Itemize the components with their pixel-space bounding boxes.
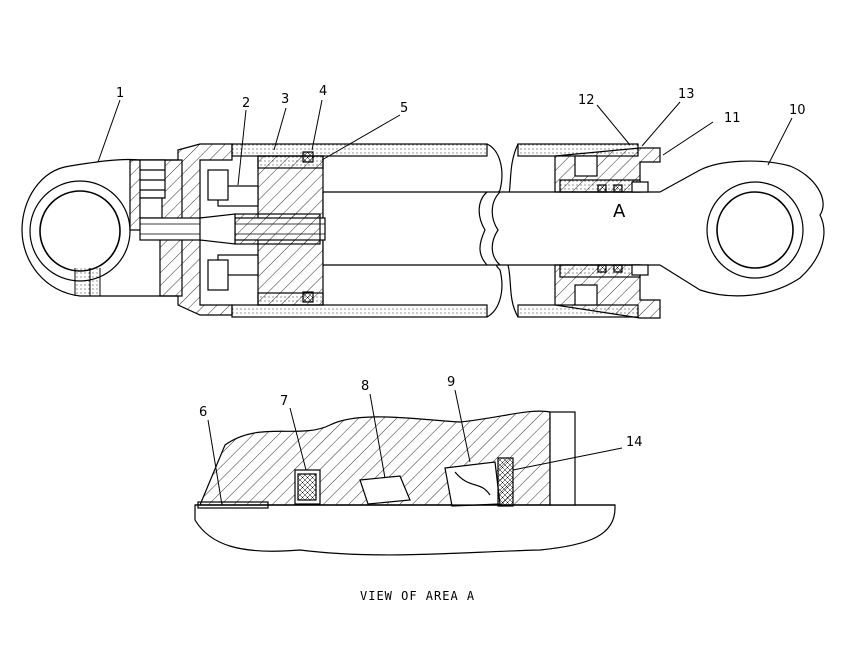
callout-9: 9: [447, 375, 455, 390]
cylinder-assembly: [21, 143, 825, 319]
callout-8: 8: [361, 379, 369, 394]
barrel-tube: [231, 143, 639, 318]
callout-3: 3: [281, 92, 289, 107]
callout-5: 5: [400, 101, 408, 116]
callout-6: 6: [199, 405, 207, 420]
leader-lines: [97, 99, 793, 506]
callout-13: 13: [678, 87, 695, 102]
callout-12: 12: [578, 93, 595, 108]
callout-1: 1: [116, 86, 124, 101]
callout-11: 11: [724, 111, 741, 126]
callout-7: 7: [280, 394, 288, 409]
piston-rod: [139, 191, 701, 266]
area-label: A: [613, 201, 626, 222]
callout-labels: 1 2 3 4 5 6 7 8 9 10 11 12 13 14 A VIEW …: [116, 84, 806, 603]
callout-14: 14: [626, 435, 643, 450]
view-caption: VIEW OF AREA A: [360, 589, 475, 603]
rod-gland: [554, 147, 661, 319]
callout-10: 10: [789, 103, 806, 118]
callout-4: 4: [319, 84, 327, 99]
callout-2: 2: [242, 96, 250, 111]
right-eye-mount: [659, 160, 825, 297]
detail-view: [194, 410, 616, 556]
